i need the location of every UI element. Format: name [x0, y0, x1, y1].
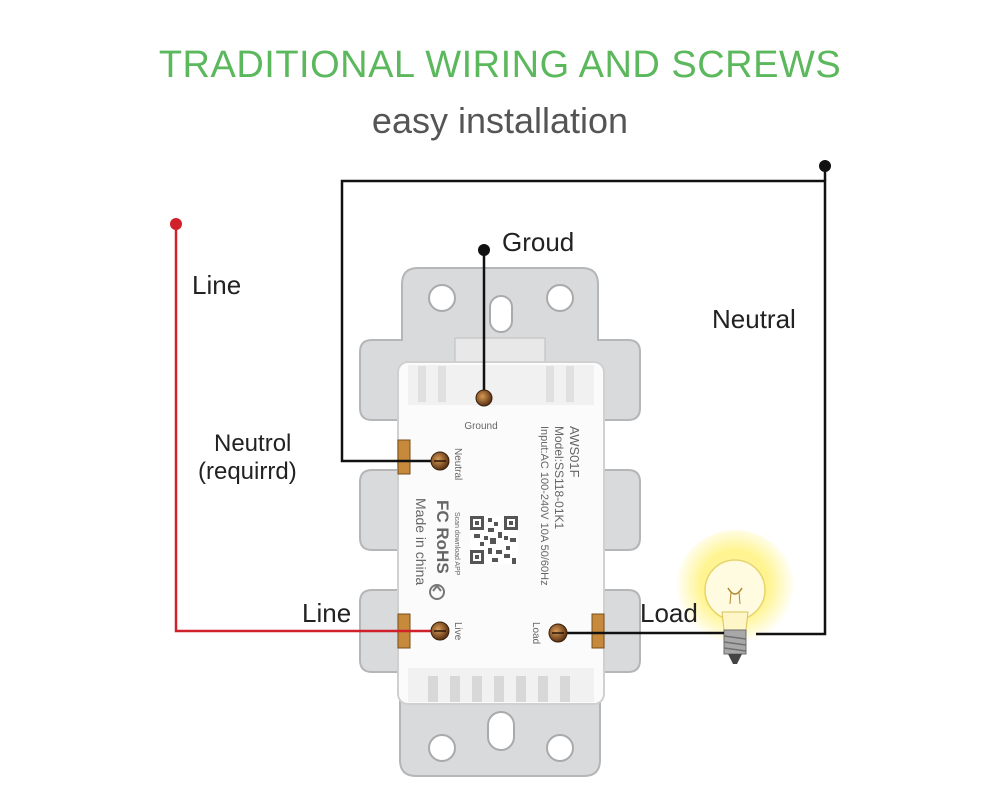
page-subtitle: easy installation: [371, 100, 629, 141]
ground-wire: [478, 244, 490, 396]
device-input-spec: Input:AC 100-240V 10A 50/60Hz: [538, 426, 550, 586]
neutral-wire: [340, 160, 831, 636]
screw-live: [430, 621, 450, 641]
plate-slot: [489, 295, 513, 333]
screw-load: [548, 623, 568, 643]
plate-hole: [546, 734, 574, 762]
device-cert-mark: FC RoHS: [433, 500, 452, 574]
device-live-label: Live: [452, 622, 463, 641]
plate-hole: [428, 284, 456, 312]
ground-wire-endpoint: [478, 244, 490, 256]
line-label-bottom: Line: [302, 598, 352, 628]
device-neutral-label: Neutral: [452, 448, 463, 480]
light-bulb-icon: [675, 530, 795, 664]
line-wire: [170, 218, 440, 633]
neutral-label-left: Neutrol: [214, 430, 292, 457]
plate-hole: [546, 284, 574, 312]
plate-hole: [428, 734, 456, 762]
neutral-wire-endpoint: [819, 160, 831, 172]
device-model-number: Model:SS118-01K1: [552, 426, 566, 530]
page-title: TRADITIONAL WIRING AND SCREWS: [158, 44, 842, 86]
device-model-name: AWS01F: [567, 426, 582, 478]
device-load-label: Load: [530, 622, 541, 644]
device-scan-text: Scan download APP: [453, 512, 460, 576]
terminal-neutral: [397, 439, 411, 475]
qr-code-icon: [470, 516, 518, 564]
line-label-top: Line: [192, 270, 242, 300]
recycle-icon: [429, 584, 445, 600]
screw-neutral: [430, 451, 450, 471]
device-origin: Made in china: [413, 498, 429, 585]
line-wire-endpoint: [170, 218, 182, 230]
neutral-required-label: (requirrd): [198, 458, 297, 485]
plate-slot: [487, 711, 515, 751]
neutral-label-right: Neutral: [712, 304, 796, 334]
load-label: Load: [640, 598, 698, 628]
ground-label: Groud: [502, 227, 575, 257]
terminal-load: [591, 613, 605, 649]
screw-ground: [475, 389, 493, 407]
device-ground-label: Ground: [464, 421, 497, 432]
